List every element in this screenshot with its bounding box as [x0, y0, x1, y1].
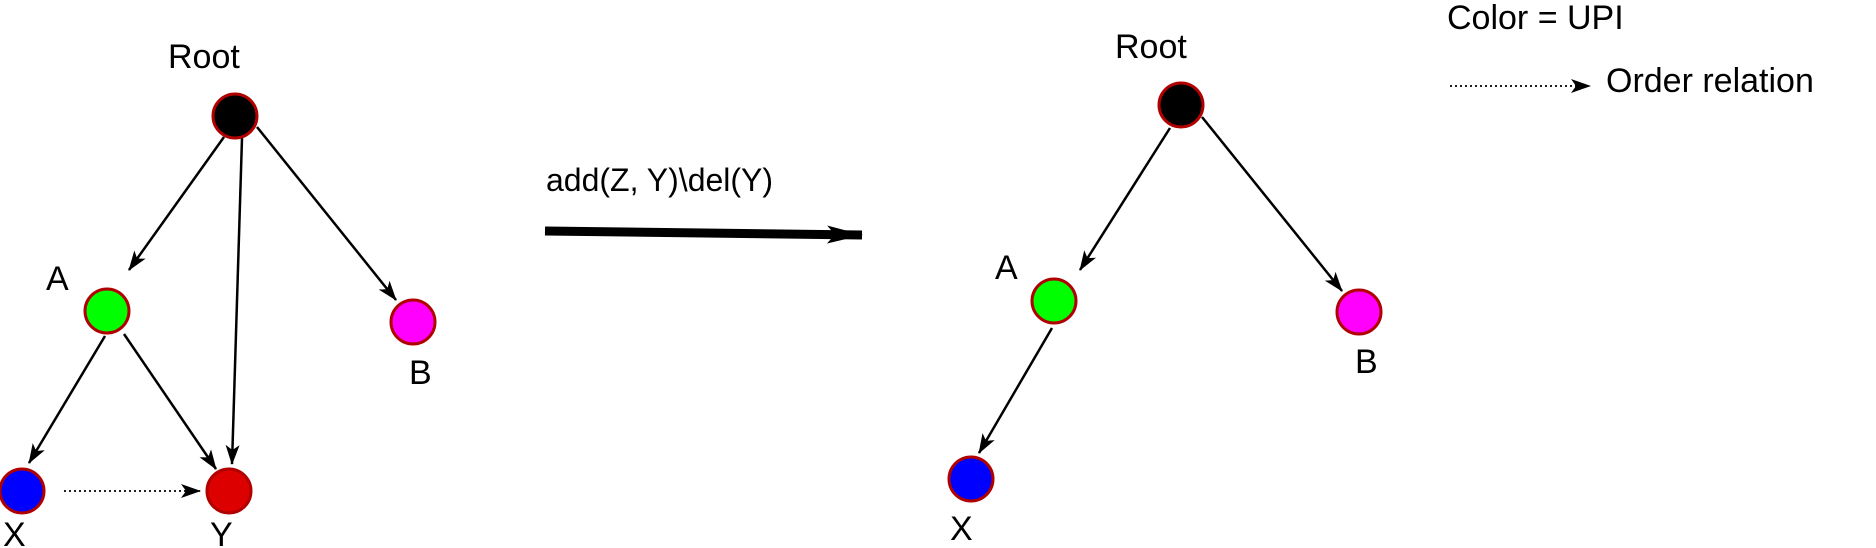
- edge-root-b: [1201, 116, 1343, 292]
- operation-label: add(Z, Y)\del(Y): [546, 162, 773, 198]
- node-root: [211, 92, 259, 140]
- node-a: [1030, 277, 1078, 325]
- node-b: [1335, 288, 1383, 336]
- label-a: A: [995, 249, 1018, 287]
- legend-color-line: Color = UPI: [1447, 0, 1624, 37]
- label-a: A: [46, 260, 69, 298]
- label-b: B: [1355, 343, 1378, 381]
- node-x: [947, 455, 995, 503]
- label-x: X: [950, 510, 973, 548]
- node-y: [205, 467, 253, 515]
- legend-order-line: Order relation: [1606, 62, 1814, 100]
- label-y: Y: [210, 516, 233, 548]
- edge-a-y: [122, 333, 218, 470]
- label-b: B: [409, 354, 432, 392]
- label-root: Root: [168, 38, 240, 76]
- edge-root-b: [256, 126, 397, 301]
- label-x: X: [3, 516, 26, 548]
- edge-a-x: [27, 335, 107, 464]
- node-x: [0, 467, 46, 515]
- edge-root-a: [127, 136, 226, 271]
- legend: Color = UPI Order relation: [1447, 0, 1814, 100]
- node-a: [83, 287, 131, 335]
- label-root: Root: [1115, 28, 1187, 66]
- right-tree: Root A B X: [947, 28, 1383, 548]
- operation-arrow: [544, 225, 863, 244]
- edge-root-a: [1078, 127, 1172, 271]
- operation: add(Z, Y)\del(Y): [544, 162, 863, 244]
- left-tree: Root A B X Y: [0, 38, 437, 548]
- edge-root-y: [225, 137, 244, 465]
- node-root: [1157, 81, 1205, 129]
- node-b: [389, 298, 437, 346]
- edge-a-x: [977, 327, 1054, 454]
